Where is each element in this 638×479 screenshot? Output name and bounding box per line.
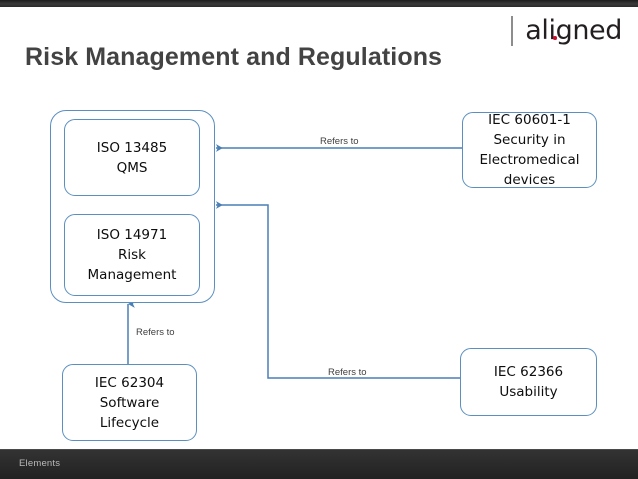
edge-label-refers-to-left: Refers to xyxy=(136,327,175,338)
brand-accent-dot-icon xyxy=(553,36,557,40)
brand-logo: aligned xyxy=(511,14,622,48)
diagram-container: ISO 13485 QMS ISO 14971 Risk Management … xyxy=(50,110,597,441)
page-title: Risk Management and Regulations xyxy=(25,43,443,71)
top-accent-strip xyxy=(0,0,638,7)
node-iec-60601-1[interactable]: IEC 60601-1 Security in Electromedical d… xyxy=(462,112,597,188)
edge-62366-to-group xyxy=(216,201,460,379)
edge-label-refers-to-bottom: Refers to xyxy=(328,367,367,378)
brand-wordmark: aligned xyxy=(525,16,622,46)
node-iec-62366[interactable]: IEC 62366 Usability xyxy=(460,348,597,416)
node-iec-62304[interactable]: IEC 62304 Software Lifecycle xyxy=(62,364,197,441)
footer-label: Elements xyxy=(19,458,61,469)
node-iso-13485[interactable]: ISO 13485 QMS xyxy=(64,119,200,196)
node-iso-14971[interactable]: ISO 14971 Risk Management xyxy=(64,214,200,296)
edge-label-refers-to-top: Refers to xyxy=(320,136,359,147)
connector-layer xyxy=(127,144,462,379)
brand-divider-bar xyxy=(511,16,514,46)
footer-bar: Elements xyxy=(0,449,638,479)
brand-name-text: aligned xyxy=(525,15,622,46)
